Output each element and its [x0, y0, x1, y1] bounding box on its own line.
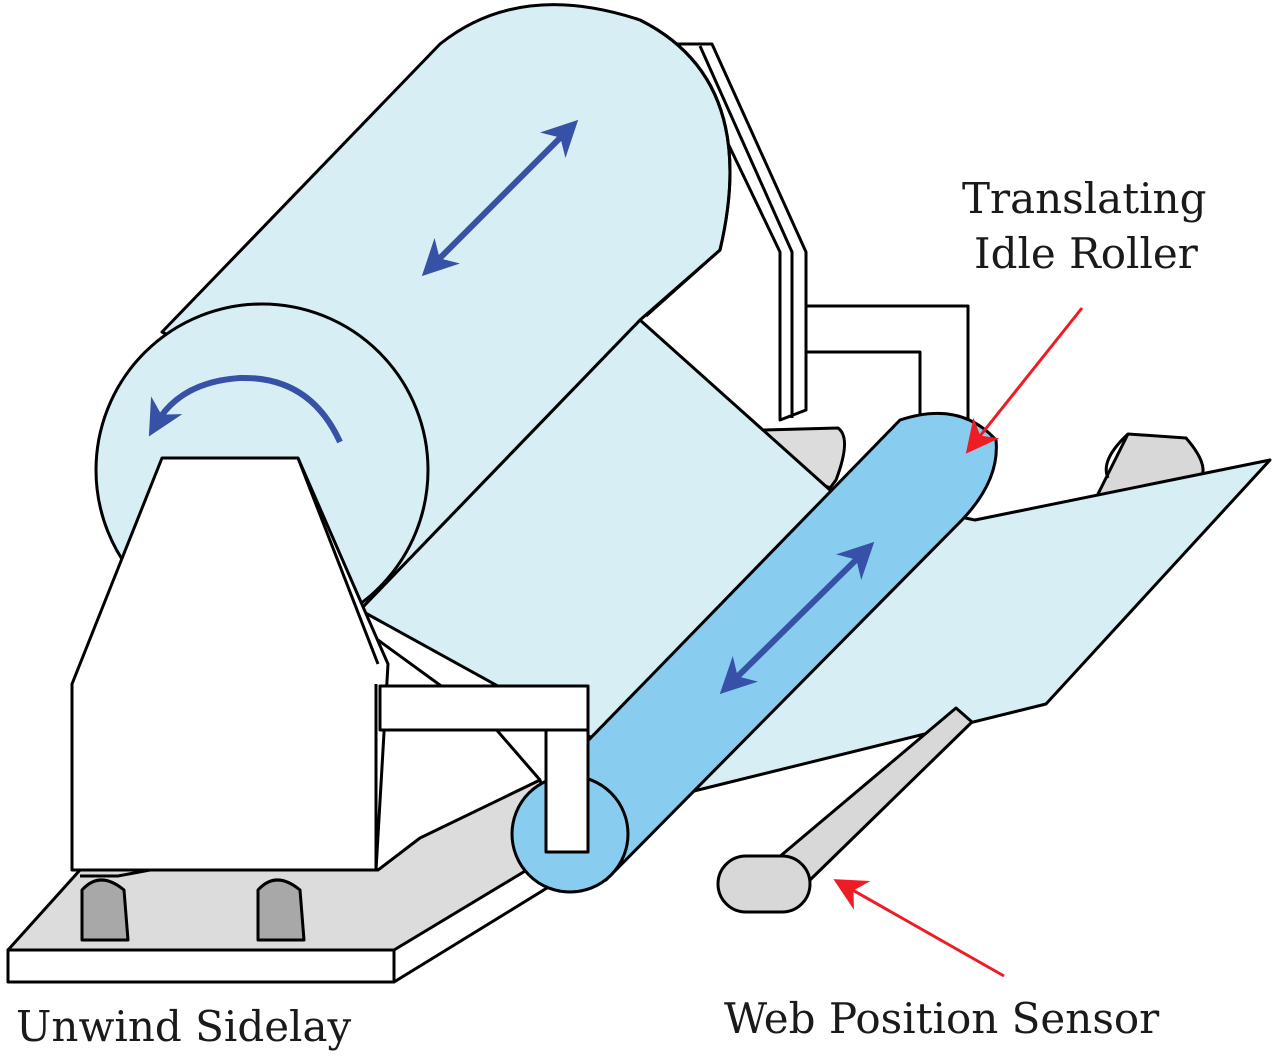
knob-right	[256, 878, 306, 942]
back-frame-inner-edge	[698, 45, 794, 418]
base-slot-left	[80, 868, 151, 878]
roller-label-line2: Idle Roller	[974, 228, 1198, 278]
unwind-roll-end-cap	[639, 18, 732, 318]
translating-idle-roller-label: Translating Idle Roller	[962, 172, 1206, 281]
front-base-edge	[6, 948, 396, 984]
rotation-arrow-icon	[148, 374, 343, 444]
roller-label-line1: Translating	[962, 174, 1207, 223]
web-position-sensor-label: Web Position Sensor	[724, 994, 1160, 1043]
roll-translation-arrow-icon	[421, 119, 579, 277]
unwind-sidelay-label: Unwind Sidelay	[16, 1002, 352, 1051]
roller-translation-arrow-icon	[719, 541, 875, 695]
web-position-sensor	[716, 854, 812, 914]
back-support-arm	[804, 304, 970, 422]
roller-callout-arrow-icon	[965, 307, 1084, 454]
knob-left	[80, 878, 130, 942]
sensor-callout-arrow-icon	[833, 879, 1005, 978]
back-base-plate	[762, 426, 846, 490]
